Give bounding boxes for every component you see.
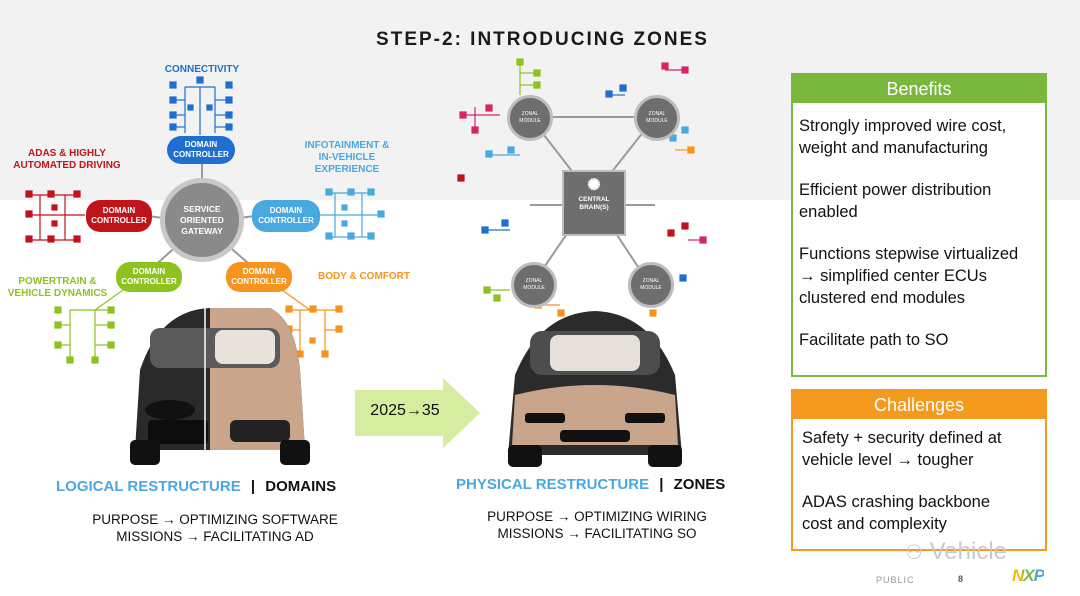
challenges-box: Challenges Safety + security defined at … bbox=[791, 389, 1047, 551]
domain-label-body: BODY & COMFORT bbox=[317, 271, 411, 282]
domain-label-connectivity: CONNECTIVITY bbox=[164, 64, 240, 75]
domain-label-infotainment: INFOTAINMENT & IN-VEHICLE EXPERIENCE bbox=[304, 140, 390, 175]
domain-label-powertrain: POWERTRAIN & VEHICLE DYNAMICS bbox=[7, 276, 108, 299]
car-illustration-right bbox=[508, 311, 682, 467]
car-illustration-left bbox=[130, 300, 310, 470]
challenges-list: Safety + security defined at vehicle lev… bbox=[793, 419, 1045, 535]
domain-label-adas: ADAS & HIGHLY AUTOMATED DRIVING bbox=[13, 148, 121, 171]
nxp-logo: NXP bbox=[1012, 566, 1045, 586]
right-heading-black: ZONES bbox=[673, 476, 726, 493]
left-heading-black: DOMAINS bbox=[265, 478, 337, 495]
left-caption-line2: MISSIONS → FACILITATING AD bbox=[116, 529, 314, 544]
benefit-item: Efficient power distribution enabled bbox=[799, 181, 992, 221]
transition-arrow bbox=[355, 378, 480, 448]
right-caption-heading: PHYSICAL RESTRUCTURE | ZONES bbox=[456, 476, 725, 493]
domain-controller-connectivity: DOMAIN CONTROLLER bbox=[167, 136, 235, 164]
adas-ecu-tree bbox=[25, 190, 85, 243]
service-oriented-gateway: SERVICE ORIENTED GATEWAY bbox=[160, 178, 244, 262]
challenge-item: Safety + security defined at vehicle lev… bbox=[802, 429, 1002, 469]
right-caption-line1: PURPOSE → OPTIMIZING WIRING bbox=[487, 509, 707, 524]
slide-title: STEP-2: INTRODUCING ZONES bbox=[376, 29, 709, 50]
left-caption-line1: PURPOSE → OPTIMIZING SOFTWARE bbox=[92, 512, 338, 527]
right-heading-separator: | bbox=[659, 476, 664, 493]
zonal-module-top-left: ZONAL MODULE bbox=[507, 95, 553, 141]
nxp-logo-text: NXP bbox=[1012, 566, 1045, 585]
infotainment-ecu-tree bbox=[320, 188, 385, 240]
right-heading-blue: PHYSICAL RESTRUCTURE bbox=[456, 476, 650, 493]
domain-controller-adas: DOMAIN CONTROLLER bbox=[86, 200, 152, 232]
right-caption-line2: MISSIONS → FACILITATING SO bbox=[497, 526, 697, 541]
benefit-item: Functions stepwise virtualized → simplif… bbox=[799, 245, 1019, 307]
zonal-module-top-right: ZONAL MODULE bbox=[634, 95, 680, 141]
benefit-item: Strongly improved wire cost, weight and … bbox=[799, 117, 1007, 157]
zonal-module-bottom-right: ZONAL MODULE bbox=[628, 262, 674, 308]
benefits-box: Benefits Strongly improved wire cost, we… bbox=[791, 73, 1047, 377]
challenge-item: ADAS crashing backbone cost and complexi… bbox=[802, 493, 991, 533]
central-brain-label: CENTRAL BRAIN(S) bbox=[578, 196, 610, 211]
wechat-icon: ⚇ bbox=[905, 542, 923, 564]
central-brain: ✺ CENTRAL BRAIN(S) bbox=[562, 170, 626, 236]
footer-classification: PUBLIC bbox=[876, 575, 915, 585]
domain-controller-infotainment: DOMAIN CONTROLLER bbox=[252, 200, 320, 232]
left-caption-body: PURPOSE → OPTIMIZING SOFTWARE MISSIONS →… bbox=[60, 511, 370, 545]
zonal-module-bottom-left: ZONAL MODULE bbox=[511, 262, 557, 308]
benefits-heading: Benefits bbox=[793, 75, 1045, 103]
brain-icon: ✺ bbox=[587, 177, 601, 194]
connectivity-ecu-tree bbox=[169, 76, 233, 135]
left-caption-heading: LOGICAL RESTRUCTURE | DOMAINS bbox=[56, 478, 336, 495]
transition-label: 2025→35 bbox=[370, 402, 440, 419]
watermark-text: Vehicle bbox=[929, 538, 1007, 565]
watermark: ⚇ Vehicle bbox=[905, 538, 1007, 566]
left-heading-blue: LOGICAL RESTRUCTURE bbox=[56, 478, 241, 495]
challenges-heading: Challenges bbox=[793, 391, 1045, 419]
page-number: 8 bbox=[958, 574, 965, 584]
right-caption-body: PURPOSE → OPTIMIZING WIRING MISSIONS → F… bbox=[452, 508, 742, 542]
domain-controller-body: DOMAIN CONTROLLER bbox=[226, 262, 292, 292]
powertrain-ecu-tree bbox=[54, 284, 131, 364]
benefit-item: Facilitate path to SO bbox=[799, 331, 949, 349]
domain-controller-powertrain: DOMAIN CONTROLLER bbox=[116, 262, 182, 292]
left-heading-separator: | bbox=[250, 478, 256, 495]
benefits-list: Strongly improved wire cost, weight and … bbox=[793, 103, 1045, 351]
